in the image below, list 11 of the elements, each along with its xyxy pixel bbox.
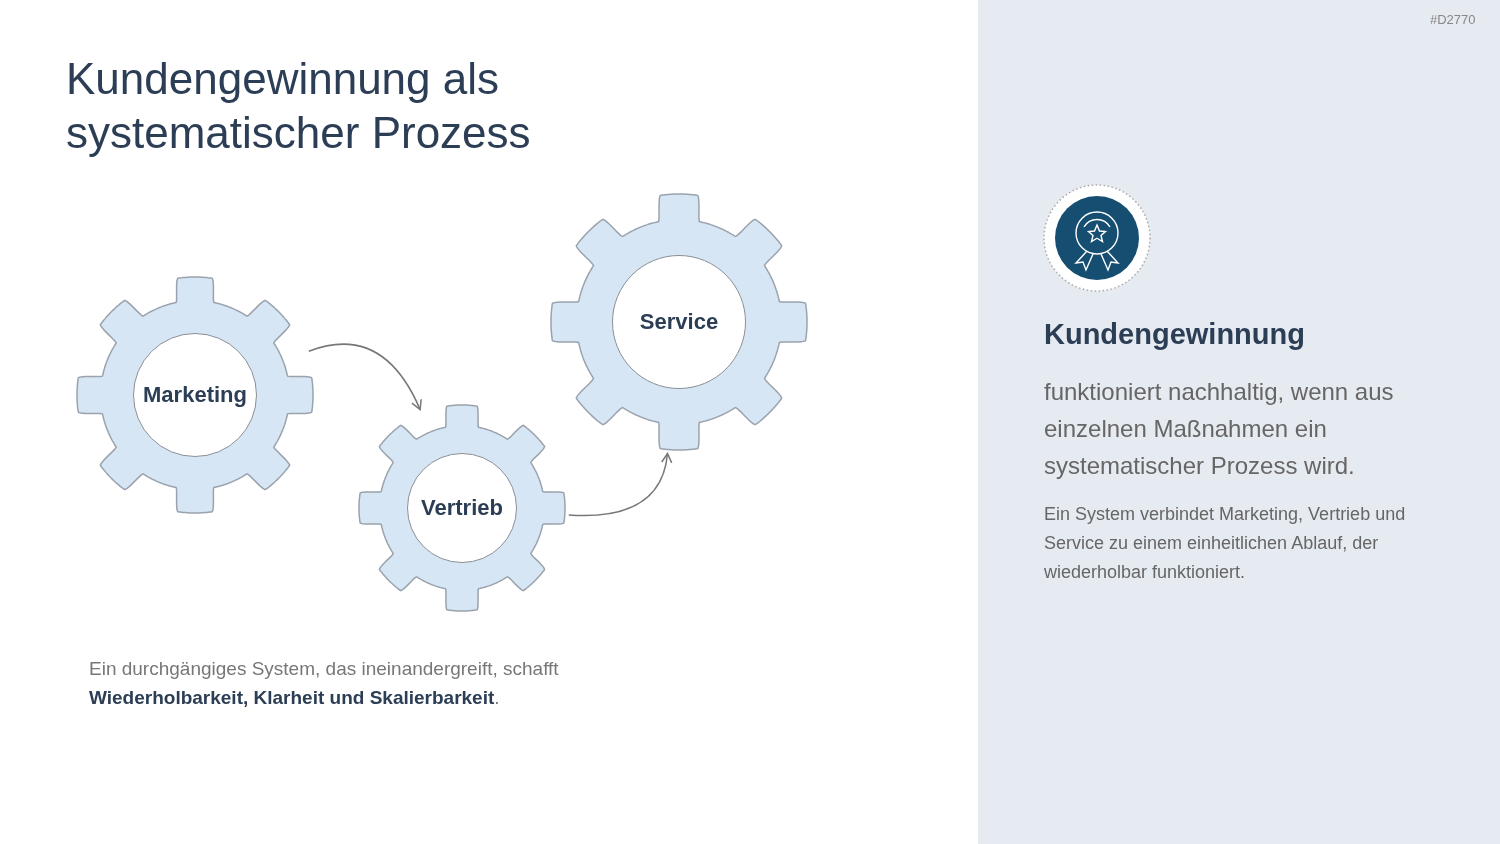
caption-text: Ein durchgängiges System, das ineinandergreift, schafft Wiederholbarkeit, Klarheit und Skalierbarkeit.	[89, 657, 560, 710]
slide-title: Kundengewinnung als systematischer Prozess	[66, 53, 532, 159]
curved-arrow	[308, 343, 422, 411]
gear	[551, 194, 807, 450]
gear	[359, 405, 565, 611]
gear	[77, 277, 313, 513]
reference-code: #D2770	[1430, 12, 1476, 27]
panel-body-text: Ein System verbindet Marketing, Vertrieb und Service zu einem einheitlichen Ablauf, der wiederholbar funktioniert.	[1044, 503, 1407, 584]
panel-lead-text: funktioniert nachhaltig, wenn aus einzelnen Maßnahmen ein systematischer Prozess wird.	[1044, 377, 1395, 481]
panel-heading: Kundengewinnung	[1044, 318, 1306, 351]
curved-arrow	[568, 452, 672, 517]
